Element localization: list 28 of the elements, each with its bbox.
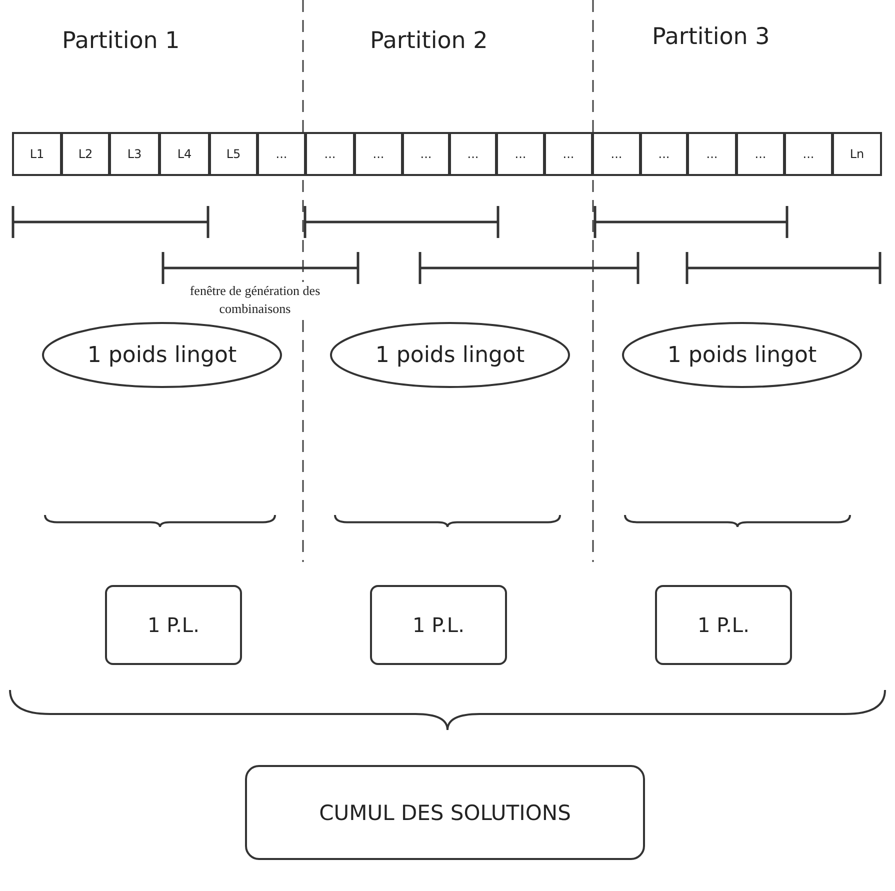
list-cell: ... xyxy=(736,132,785,176)
list-cell: ... xyxy=(592,132,641,176)
list-cell: L4 xyxy=(159,132,210,176)
list-cell: ... xyxy=(687,132,737,176)
partition-title: Partition 2 xyxy=(370,28,488,54)
list-cell: ... xyxy=(402,132,450,176)
result-box: CUMUL DES SOLUTIONS xyxy=(245,765,645,860)
list-cell: L3 xyxy=(109,132,160,176)
list-cell: ... xyxy=(305,132,355,176)
list-cell: ... xyxy=(640,132,688,176)
list-cell: L5 xyxy=(209,132,258,176)
result-box: 1 P.L. xyxy=(105,585,242,665)
node-label: 1 poids lingot xyxy=(375,342,525,368)
list-cell: ... xyxy=(449,132,497,176)
list-cell: Ln xyxy=(832,132,882,176)
node-label: 1 poids lingot xyxy=(667,342,817,368)
list-cell: L2 xyxy=(61,132,110,176)
list-cell: L1 xyxy=(12,132,62,176)
partition-title: Partition 3 xyxy=(652,24,770,50)
list-cell: ... xyxy=(257,132,306,176)
list-cell: ... xyxy=(354,132,403,176)
result-box: 1 P.L. xyxy=(370,585,507,665)
node-label: 1 poids lingot xyxy=(87,342,237,368)
list-cell: ... xyxy=(496,132,545,176)
partition-title: Partition 1 xyxy=(62,28,180,54)
list-cell: ... xyxy=(544,132,593,176)
list-cell: ... xyxy=(784,132,833,176)
result-box: 1 P.L. xyxy=(655,585,792,665)
